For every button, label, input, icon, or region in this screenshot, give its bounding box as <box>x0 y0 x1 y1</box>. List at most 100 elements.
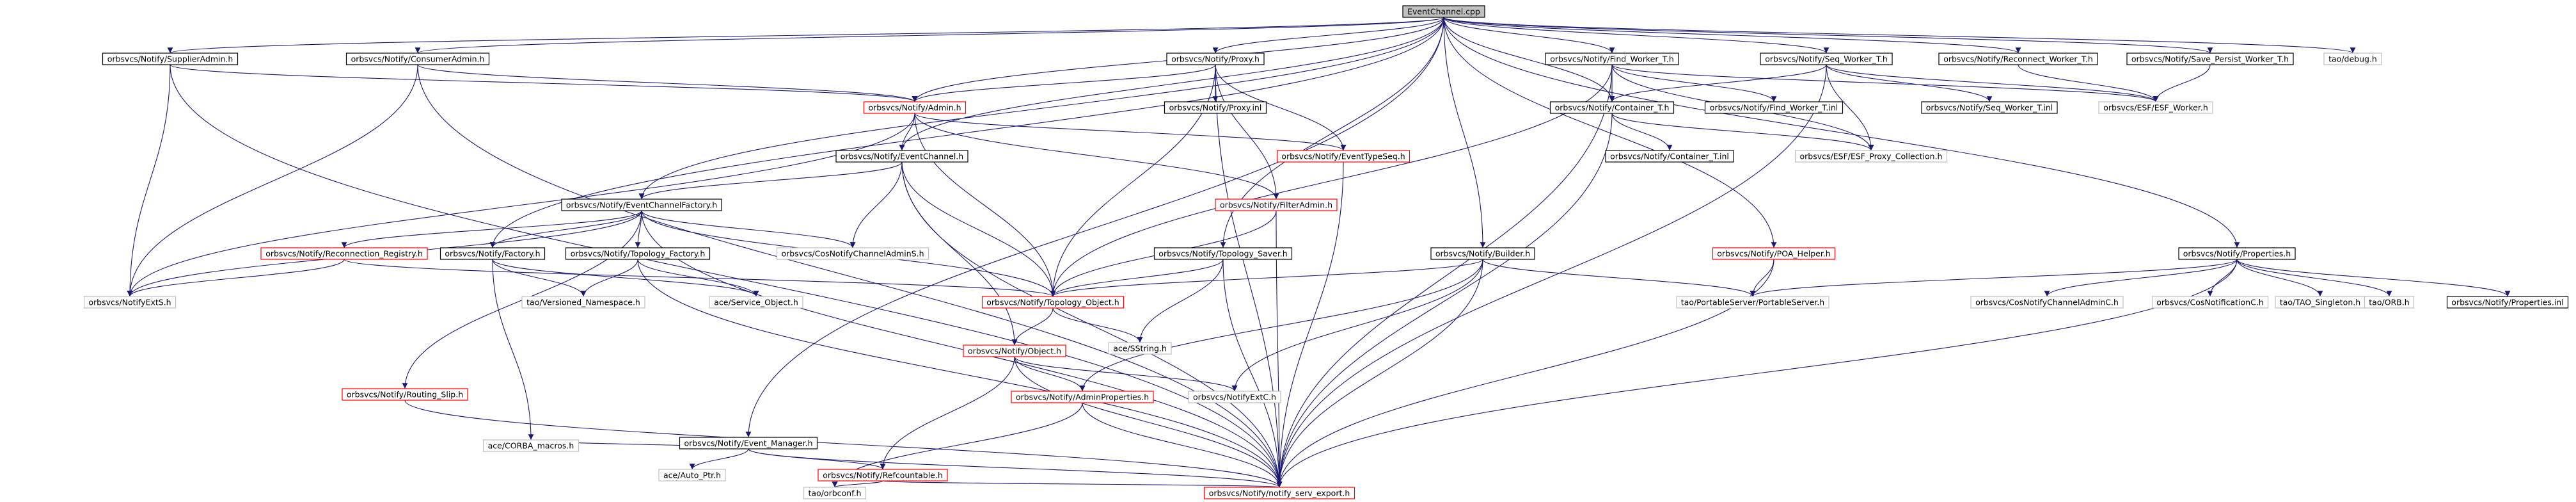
node-supplieradmin[interactable]: orbsvcs/Notify/SupplierAdmin.h <box>102 53 239 65</box>
edge-path <box>1443 17 1486 248</box>
edge-reconnreg-to-notifyexts <box>127 259 345 297</box>
edge-path <box>1443 17 1777 248</box>
edge-path <box>1014 356 1238 392</box>
node-containerinl[interactable]: orbsvcs/Notify/Container_T.inl <box>1605 150 1734 163</box>
edge-builder-to-adminproperties <box>1079 259 1483 392</box>
edge-poahelper-to-servexport <box>1276 259 1774 488</box>
node-box <box>2364 296 2415 309</box>
node-orbconf[interactable]: tao/orbconf.h <box>803 487 867 499</box>
edge-seqworker-to-esfproxycoll <box>1826 64 1874 151</box>
node-box <box>2178 247 2296 260</box>
node-versionednamespace[interactable]: tao/Versioned_Namespace.h <box>521 296 645 309</box>
edge-topologyobject-to-object <box>1011 307 1054 346</box>
node-label: orbsvcs/Notify/Topology_Factory.h <box>571 249 706 259</box>
edge-path <box>127 259 345 297</box>
node-servexport[interactable]: orbsvcs/Notify/notify_serv_export.h <box>1203 487 1355 499</box>
edge-seqworker-to-servexport <box>1276 64 1827 488</box>
node-label: orbsvcs/Notify/Seq_Worker_T.inl <box>1926 103 2053 113</box>
edge-admin-to-notifyexts <box>127 113 915 297</box>
node-adminproperties[interactable]: orbsvcs/Notify/AdminProperties.h <box>1011 391 1154 403</box>
node-notifyexts[interactable]: orbsvcs/NotifyExtS.h <box>83 296 177 309</box>
node-findworkerinl[interactable]: orbsvcs/Notify/Find_Worker_T.inl <box>1704 101 1844 114</box>
node-label: orbsvcs/Notify/Reconnect_Worker_T.h <box>1943 54 2093 64</box>
node-toposaver[interactable]: orbsvcs/Notify/Topology_Saver.h <box>1153 247 1293 260</box>
node-savepersist[interactable]: orbsvcs/Notify/Save_Persist_Worker_T.h <box>2126 53 2294 65</box>
node-cosnotificationc[interactable]: orbsvcs/CosNotificationC.h <box>2151 296 2269 309</box>
edge-consumeradmin-to-servexport <box>417 64 1283 488</box>
edge-path <box>489 17 1444 248</box>
node-reconnreg[interactable]: orbsvcs/Notify/Reconnection_Registry.h <box>260 247 428 260</box>
node-eventtypeseq[interactable]: orbsvcs/Notify/EventTypeSeq.h <box>1276 150 1410 163</box>
edge-path <box>1050 64 1216 297</box>
node-admin[interactable]: orbsvcs/Notify/Admin.h <box>863 101 967 114</box>
edge-eventtypeseq-to-servexport <box>1276 161 1344 488</box>
node-proxyinl[interactable]: orbsvcs/Notify/Proxy.inl <box>1164 101 1267 114</box>
node-eventmanager[interactable]: orbsvcs/Notify/Event_Manager.h <box>679 437 818 449</box>
node-cosnotifychanadmins[interactable]: orbsvcs/CosNotifyChannelAdminS.h <box>776 247 929 260</box>
node-reconnectworker[interactable]: orbsvcs/Notify/Reconnect_Worker_T.h <box>1938 53 2098 65</box>
edge-ecfactory-to-reconnreg <box>341 210 642 248</box>
node-notifyextc[interactable]: orbsvcs/NotifyExtC.h <box>1188 391 1281 403</box>
edge-path <box>127 64 418 297</box>
node-taosingleton[interactable]: tao/TAO_Singleton.h <box>2275 296 2366 309</box>
node-consumeradmin[interactable]: orbsvcs/Notify/ConsumerAdmin.h <box>345 53 490 65</box>
edge-path <box>1276 64 1827 488</box>
edge-path <box>1222 259 1283 488</box>
edge-path <box>1276 64 1613 488</box>
node-propertiesinl[interactable]: orbsvcs/Notify/Properties.inl <box>2446 296 2569 309</box>
edge-path <box>2236 259 2392 297</box>
node-seqworker[interactable]: orbsvcs/Notify/Seq_Worker_T.h <box>1760 53 1893 65</box>
edge-path <box>1014 356 1283 488</box>
node-properties[interactable]: orbsvcs/Notify/Properties.h <box>2178 247 2296 260</box>
node-poahelper[interactable]: orbsvcs/Notify/POA_Helper.h <box>1712 247 1836 260</box>
node-orb[interactable]: tao/ORB.h <box>2364 296 2415 309</box>
edge-path <box>127 64 171 297</box>
edge-path <box>1482 259 1756 297</box>
node-portableserver[interactable]: tao/PortableServer/PortableServer.h <box>1676 296 1829 309</box>
node-box <box>1164 101 1267 114</box>
edge-consumeradmin-to-notifyexts <box>127 64 418 297</box>
node-taodebug[interactable]: tao/debug.h <box>2323 53 2382 65</box>
node-container[interactable]: orbsvcs/Notify/Container_T.h <box>1549 101 1675 114</box>
node-esfproxycoll[interactable]: orbsvcs/ESF/ESF_Proxy_Collection.h <box>1794 150 1948 163</box>
node-cosnotifychanadminc[interactable]: orbsvcs/CosNotifyChannelAdminC.h <box>1970 296 2124 309</box>
edge-proxy-to-filteradmin <box>1215 64 1279 200</box>
node-builder[interactable]: orbsvcs/Notify/Builder.h <box>1430 247 1535 260</box>
node-box <box>561 198 722 211</box>
node-ecfactory[interactable]: orbsvcs/Notify/EventChannelFactory.h <box>561 198 722 211</box>
edge-path <box>1443 17 2355 54</box>
edge-eventchannel-to-ecfactory <box>638 161 903 200</box>
node-refcountable[interactable]: orbsvcs/Notify/Refcountable.h <box>818 469 948 482</box>
edge-properties-to-portableserver <box>1750 259 2238 297</box>
edge-path <box>689 448 749 470</box>
node-box <box>1215 198 1338 211</box>
node-label: orbsvcs/Notify/Find_Worker_T.h <box>1550 54 1674 64</box>
node-label: orbsvcs/Notify/ConsumerAdmin.h <box>351 54 485 64</box>
node-seqworkerinl[interactable]: orbsvcs/Notify/Seq_Worker_T.inl <box>1921 101 2058 114</box>
node-factory[interactable]: orbsvcs/Notify/Factory.h <box>439 247 546 260</box>
edge-path <box>170 64 918 102</box>
node-topofactory[interactable]: orbsvcs/Notify/Topology_Factory.h <box>565 247 711 260</box>
edge-builder-to-notifyextc <box>1231 259 1483 392</box>
node-corbamacros[interactable]: ace/CORBA_macros.h <box>482 439 580 452</box>
node-topologyobject[interactable]: orbsvcs/Notify/Topology_Object.h <box>981 296 1125 309</box>
node-serviceobject[interactable]: ace/Service_Object.h <box>709 296 803 309</box>
node-label: orbsvcs/Notify/Find_Worker_T.inl <box>1710 103 1838 113</box>
node-eventchannel[interactable]: orbsvcs/Notify/EventChannel.h <box>835 150 968 163</box>
node-acesstring[interactable]: ace/SString.h <box>1108 342 1172 355</box>
edge-path <box>641 210 856 248</box>
node-findworker[interactable]: orbsvcs/Notify/Find_Worker_T.h <box>1545 53 1679 65</box>
node-autoptr[interactable]: ace/Auto_Ptr.h <box>658 469 726 482</box>
node-label: EventChannel.cpp <box>1407 7 1480 17</box>
node-routingslip[interactable]: orbsvcs/Notify/Routing_Slip.h <box>342 388 468 401</box>
node-label: orbsvcs/Notify/Object.h <box>968 346 1061 356</box>
node-object[interactable]: orbsvcs/Notify/Object.h <box>963 344 1066 357</box>
edge-path <box>914 113 1347 151</box>
node-proxy[interactable]: orbsvcs/Notify/Proxy.h <box>1166 53 1265 65</box>
node-root[interactable]: EventChannel.cpp <box>1402 5 1485 18</box>
node-box <box>1549 101 1675 114</box>
node-filteradmin[interactable]: orbsvcs/Notify/FilterAdmin.h <box>1215 198 1338 211</box>
node-esfworker[interactable]: orbsvcs/ESF/ESF_Worker.h <box>2098 101 2213 114</box>
edge-path <box>1611 64 2159 102</box>
